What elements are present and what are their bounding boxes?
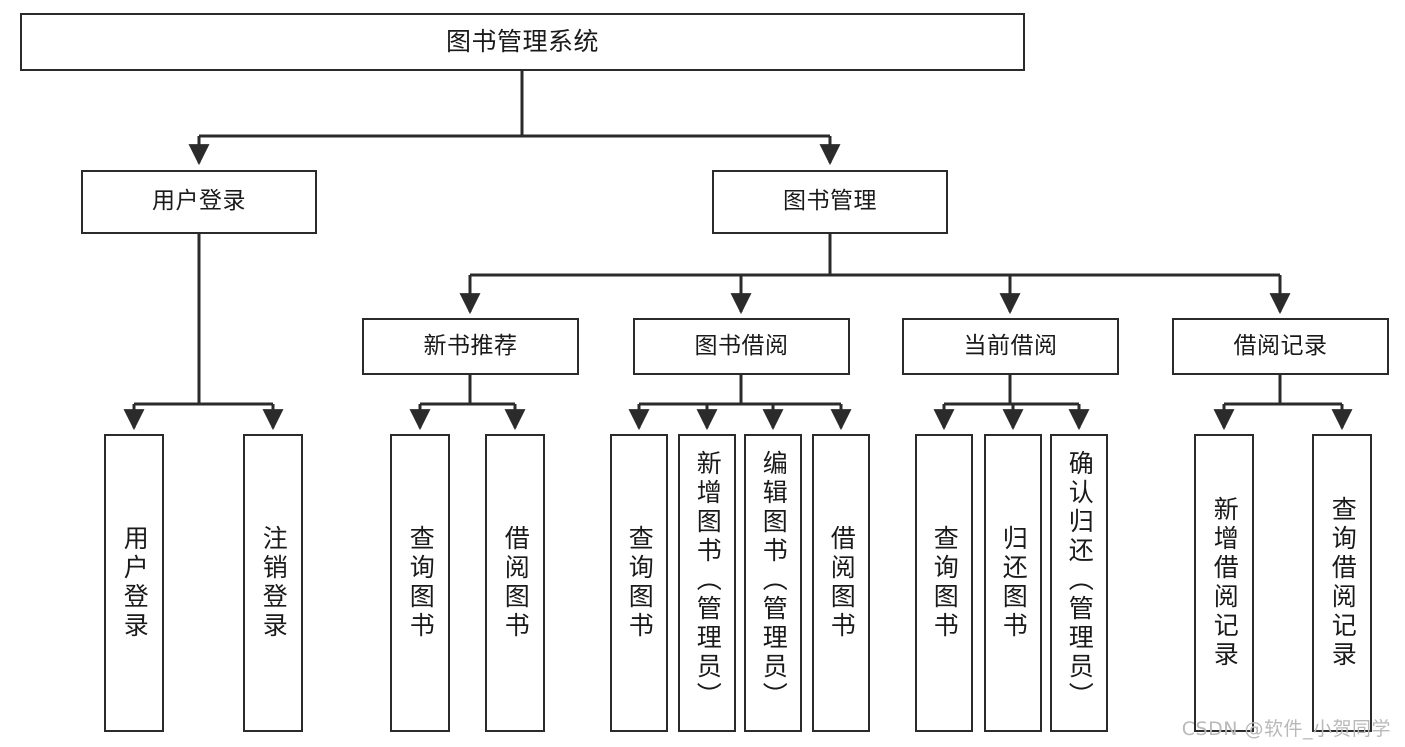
node-leaf-add-record-label: 新增借阅记录 xyxy=(1210,496,1240,670)
node-user-login-label: 用户登录 xyxy=(152,188,246,215)
node-leaf-add-book-label: 新增图书（管理员） xyxy=(693,450,723,711)
node-leaf-query-book-2-label: 查询图书 xyxy=(625,525,655,641)
node-book-manage-label: 图书管理 xyxy=(783,188,877,215)
node-leaf-query-book-3-label: 查询图书 xyxy=(930,525,960,641)
node-leaf-query-book-3[interactable]: 查询图书 xyxy=(915,434,973,732)
node-leaf-edit-book-label: 编辑图书（管理员） xyxy=(759,450,789,711)
node-leaf-confirm-return-label: 确认归还（管理员） xyxy=(1065,450,1095,711)
node-current-borrow-label: 当前借阅 xyxy=(963,332,1058,359)
node-leaf-borrow-book-2-label: 借阅图书 xyxy=(827,525,857,641)
node-leaf-return-book[interactable]: 归还图书 xyxy=(984,434,1042,732)
node-new-book-recommend[interactable]: 新书推荐 xyxy=(362,318,579,375)
node-borrow-record[interactable]: 借阅记录 xyxy=(1172,318,1389,375)
node-leaf-borrow-book-2[interactable]: 借阅图书 xyxy=(812,434,870,732)
node-book-manage[interactable]: 图书管理 xyxy=(712,170,948,234)
node-leaf-user-logout-label: 注销登录 xyxy=(259,525,289,641)
node-root-label: 图书管理系统 xyxy=(445,27,599,56)
node-leaf-edit-book[interactable]: 编辑图书（管理员） xyxy=(744,434,802,732)
node-leaf-query-book-2[interactable]: 查询图书 xyxy=(610,434,668,732)
node-current-borrow[interactable]: 当前借阅 xyxy=(902,318,1119,375)
node-book-borrow[interactable]: 图书借阅 xyxy=(633,318,850,375)
node-new-book-recommend-label: 新书推荐 xyxy=(423,332,518,359)
node-borrow-record-label: 借阅记录 xyxy=(1233,332,1328,359)
node-book-borrow-label: 图书借阅 xyxy=(694,332,789,359)
node-leaf-borrow-book-1[interactable]: 借阅图书 xyxy=(485,434,545,732)
node-leaf-return-book-label: 归还图书 xyxy=(999,525,1029,641)
node-leaf-user-logout[interactable]: 注销登录 xyxy=(243,434,303,732)
node-leaf-query-book-1-label: 查询图书 xyxy=(406,525,436,641)
node-leaf-query-record-label: 查询借阅记录 xyxy=(1328,496,1358,670)
node-leaf-user-login-label: 用户登录 xyxy=(120,525,150,641)
node-leaf-add-record[interactable]: 新增借阅记录 xyxy=(1194,434,1254,732)
node-leaf-query-book-1[interactable]: 查询图书 xyxy=(390,434,450,732)
node-leaf-add-book[interactable]: 新增图书（管理员） xyxy=(678,434,736,732)
node-leaf-user-login[interactable]: 用户登录 xyxy=(104,434,164,732)
node-leaf-query-record[interactable]: 查询借阅记录 xyxy=(1312,434,1372,732)
node-leaf-confirm-return[interactable]: 确认归还（管理员） xyxy=(1050,434,1108,732)
node-leaf-borrow-book-1-label: 借阅图书 xyxy=(501,525,531,641)
node-user-login[interactable]: 用户登录 xyxy=(81,170,317,234)
node-root[interactable]: 图书管理系统 xyxy=(20,13,1025,71)
csdn-watermark: CSDN @软件_小贺同学 xyxy=(1181,718,1391,740)
